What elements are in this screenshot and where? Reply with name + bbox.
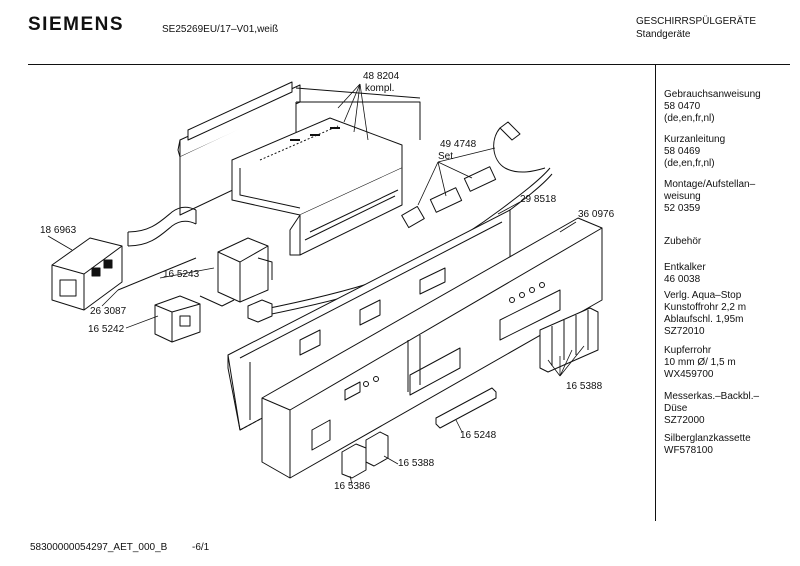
sidebar-line: SZ72010 bbox=[664, 326, 705, 337]
sidebar-line: WF578100 bbox=[664, 445, 713, 456]
sidebar-line: Montage/Aufstellan– bbox=[664, 179, 756, 190]
leader-lines bbox=[47, 83, 585, 485]
part-label-kompl: kompl. bbox=[365, 83, 395, 94]
page-number: -6/1 bbox=[192, 542, 210, 553]
sidebar-entry-quickguide: Kurzanleitung 58 0469 (de,en,fr,nl) bbox=[664, 134, 794, 170]
sidebar-entry-installation: Montage/Aufstellan– weisung 52 0359 bbox=[664, 179, 794, 215]
sidebar-line: 58 0470 bbox=[664, 101, 701, 112]
control-module-part bbox=[51, 237, 123, 311]
part-label-165248: 16 5248 bbox=[460, 430, 497, 441]
small-cap-part bbox=[341, 443, 367, 479]
sidebar-line: (de,en,fr,nl) bbox=[664, 158, 715, 169]
sidebar-entry-manual: Gebrauchsanweisung 58 0470 (de,en,fr,nl) bbox=[664, 89, 794, 125]
part-label-186963: 18 6963 bbox=[40, 225, 77, 236]
part-label-360976: 36 0976 bbox=[578, 209, 615, 220]
sidebar-entry-cutlery: Messerkas.–Backbl.– Düse SZ72000 bbox=[664, 391, 794, 427]
brand-logo: SIEMENS bbox=[28, 14, 125, 35]
model-number: SE25269EU/17–V01,weiß bbox=[162, 24, 279, 35]
connector-set-part bbox=[401, 121, 546, 229]
sidebar-line: Kurzanleitung bbox=[664, 134, 726, 145]
sidebar-line: 58 0469 bbox=[664, 146, 701, 157]
category-title: GESCHIRRSPÜLGERÄTE bbox=[636, 16, 757, 27]
sidebar-line: 46 0038 bbox=[664, 274, 701, 285]
bracket-part bbox=[199, 237, 273, 307]
sidebar-entry-aquastop: Verlg. Aqua–Stop Kunstoffrohr 2,2 m Abla… bbox=[664, 290, 794, 338]
sidebar-line: 10 mm Ø/ 1,5 m bbox=[664, 357, 736, 368]
sidebar-line: Ablaufschl. 1,95m bbox=[664, 314, 744, 325]
sidebar-line: Messerkas.–Backbl.– bbox=[664, 391, 760, 402]
sidebar-line: WX459700 bbox=[664, 369, 714, 380]
part-label-298518: 29 8518 bbox=[520, 194, 557, 205]
ribbon-cable-part bbox=[127, 206, 197, 247]
connector-part bbox=[154, 295, 201, 343]
sidebar-entry-silverglanz: Silberglanzkassette WF578100 bbox=[664, 433, 794, 457]
part-label-165242: 16 5242 bbox=[88, 324, 125, 335]
sidebar-line: Düse bbox=[664, 403, 688, 414]
small-button-part bbox=[365, 431, 389, 467]
front-panel-part bbox=[261, 217, 603, 479]
part-label-165386: 16 5386 bbox=[334, 481, 371, 492]
electronic-board-part bbox=[231, 117, 403, 256]
part-label-165388-lower: 16 5388 bbox=[398, 458, 435, 469]
clip-part bbox=[117, 257, 197, 291]
sidebar-line: 52 0359 bbox=[664, 203, 701, 214]
sidebar-line: Verlg. Aqua–Stop bbox=[664, 290, 742, 301]
part-label-165388-right: 16 5388 bbox=[566, 381, 603, 392]
small-block-part bbox=[247, 299, 273, 323]
sidebar-line: Zubehör bbox=[664, 236, 702, 247]
sidebar-line: SZ72000 bbox=[664, 415, 705, 426]
part-label-165243: 16 5243 bbox=[163, 269, 200, 280]
sidebar-line: weisung bbox=[664, 191, 701, 202]
part-label-set: Set bbox=[438, 151, 454, 162]
sidebar-divider bbox=[655, 65, 656, 521]
strip-part bbox=[435, 387, 497, 429]
sidebar-line: Kunstoffrohr 2,2 m bbox=[664, 302, 747, 313]
part-label-488204: 48 8204 bbox=[363, 71, 400, 82]
sidebar-entry-descaler: Entkalker 46 0038 bbox=[664, 262, 794, 286]
sidebar-line: (de,en,fr,nl) bbox=[664, 113, 715, 124]
sidebar-entry-accessories: Zubehör bbox=[664, 236, 794, 248]
sidebar-line: Entkalker bbox=[664, 262, 706, 273]
button-set-part bbox=[539, 307, 599, 373]
document-id: 58300000054297_AET_000_B bbox=[30, 542, 168, 553]
sidebar-line: Gebrauchsanweisung bbox=[664, 89, 761, 100]
part-label-494748: 49 4748 bbox=[440, 139, 477, 150]
header-divider bbox=[28, 64, 790, 65]
sidebar-entry-copperpipe: Kupferrohr 10 mm Ø/ 1,5 m WX459700 bbox=[664, 345, 794, 381]
sidebar-line: Kupferrohr bbox=[664, 345, 712, 356]
part-label-263087: 26 3087 bbox=[90, 306, 127, 317]
category-subtitle: Standgeräte bbox=[636, 29, 691, 40]
sidebar-line: Silberglanzkassette bbox=[664, 433, 751, 444]
